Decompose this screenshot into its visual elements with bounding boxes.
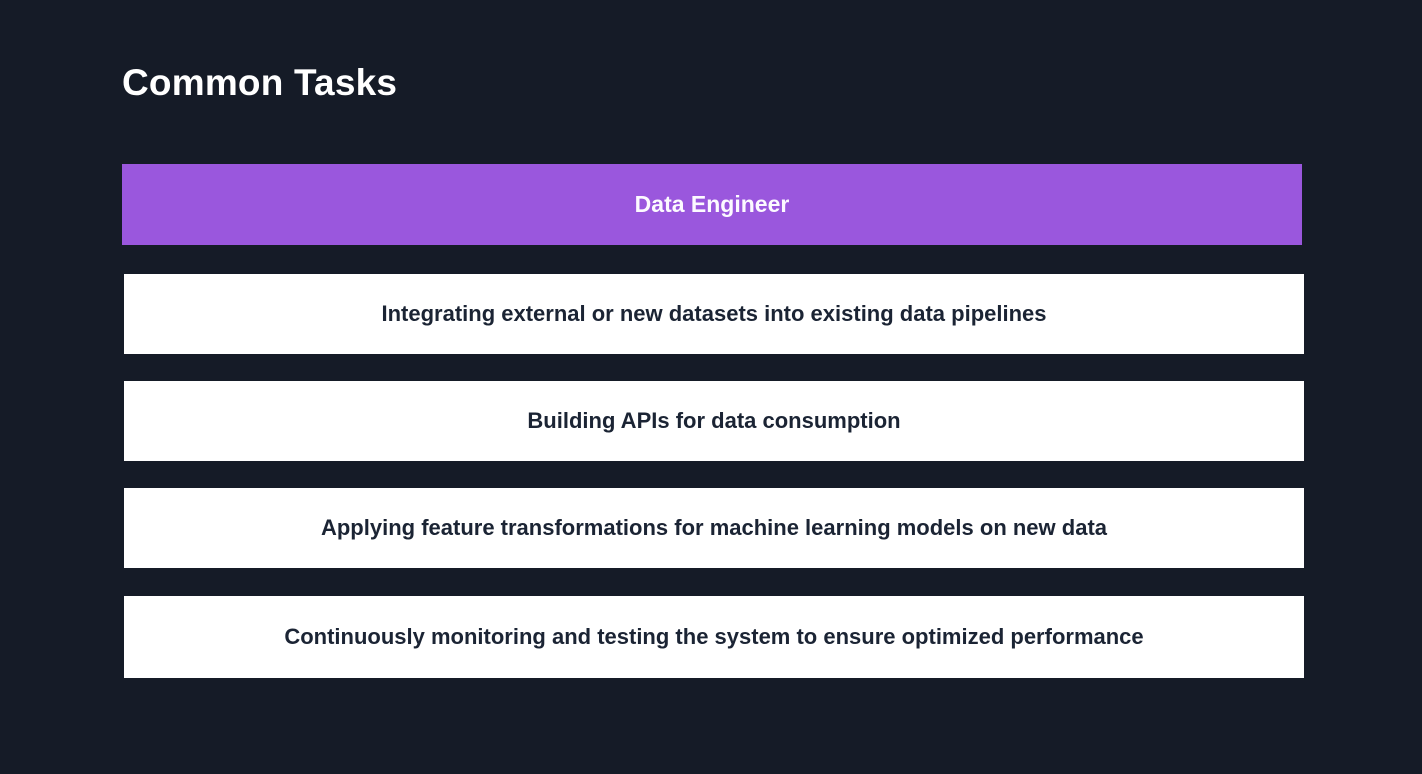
task-label: Applying feature transformations for mac…: [320, 515, 1108, 540]
page-title: Common Tasks: [122, 62, 398, 103]
task-row: Applying feature transformations for mac…: [124, 488, 1304, 568]
task-label: Continuously monitoring and testing the …: [284, 624, 1144, 649]
task-row: Integrating external or new datasets int…: [124, 274, 1304, 354]
task-row: Continuously monitoring and testing the …: [124, 596, 1304, 678]
task-row: Building APIs for data consumption: [124, 381, 1304, 461]
role-header-label: Data Engineer: [634, 191, 790, 217]
role-header-bar: Data Engineer: [122, 164, 1302, 245]
task-label: Building APIs for data consumption: [527, 408, 901, 433]
task-label: Integrating external or new datasets int…: [381, 301, 1047, 326]
